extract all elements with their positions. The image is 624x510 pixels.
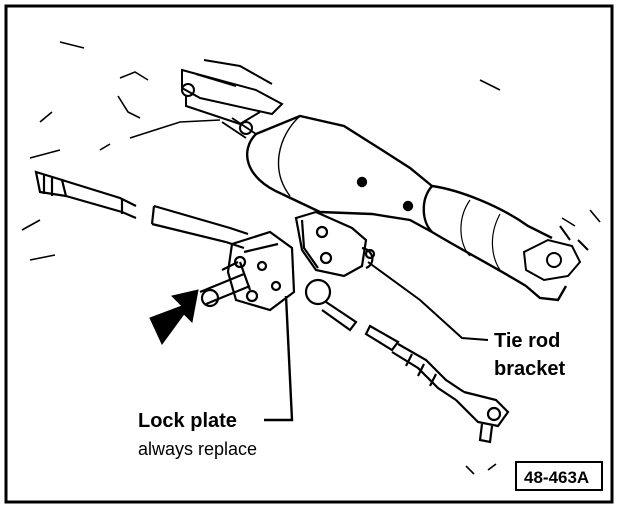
rack-end-clamp bbox=[522, 225, 589, 282]
tie-rod-bracket-label-line2: bracket bbox=[494, 358, 565, 380]
ground-mark bbox=[465, 463, 497, 475]
figure-frame bbox=[4, 4, 614, 504]
lock-plate-assembly bbox=[199, 230, 296, 312]
figure-ref-box bbox=[515, 461, 603, 491]
inner-tie-rod-left bbox=[34, 170, 249, 250]
figure-ref-number: 48-463A bbox=[524, 468, 589, 487]
direction-arrow bbox=[149, 289, 199, 345]
lock-plate-label: Lock plate bbox=[138, 410, 237, 432]
outer-tie-rod-end bbox=[304, 278, 510, 444]
vehicle-body-outline bbox=[21, 41, 601, 261]
rack-mount-bracket bbox=[181, 59, 284, 135]
lock-plate-leader bbox=[264, 295, 294, 422]
tie-rod-bracket-leader bbox=[367, 261, 489, 341]
steering-rack-housing bbox=[221, 114, 433, 234]
lock-plate-note: always replace bbox=[138, 439, 257, 459]
rack-boot-right bbox=[422, 184, 568, 302]
tie-rod-bracket bbox=[294, 210, 376, 278]
tie-rod-bracket-label-line1: Tie rod bbox=[494, 330, 560, 352]
